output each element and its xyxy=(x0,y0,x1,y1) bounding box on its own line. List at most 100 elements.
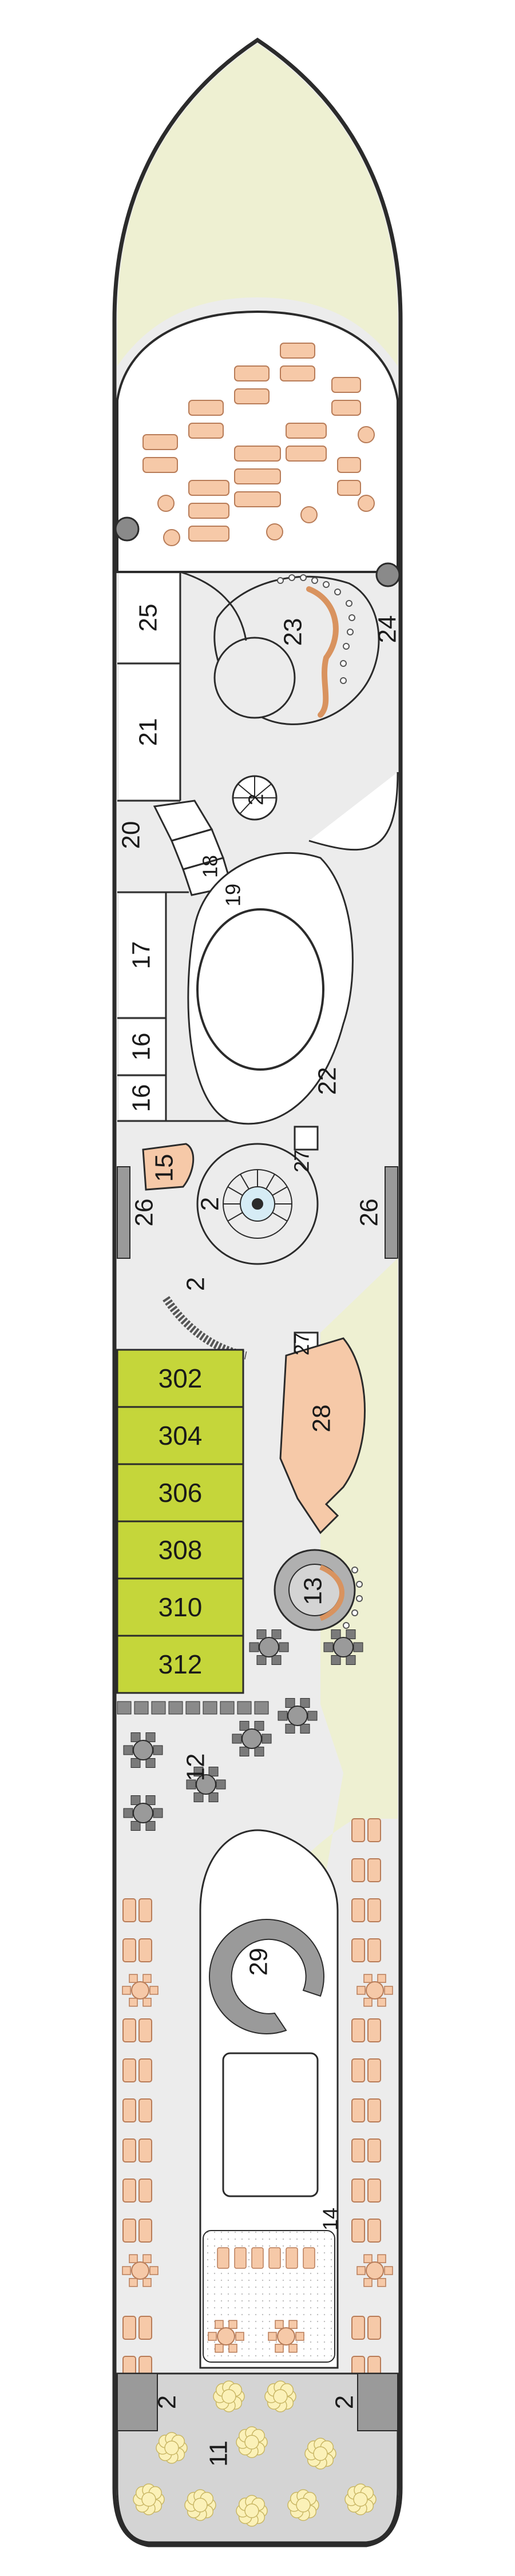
sun-lounger xyxy=(234,2247,247,2269)
sun-lounger xyxy=(251,2247,264,2269)
deck-chair-pair xyxy=(351,2058,381,2082)
curved-wall-right xyxy=(308,772,399,851)
label-26-right: 26 xyxy=(355,1199,383,1227)
label-2-atrium: 2 xyxy=(196,1197,224,1211)
deck-chair-pair xyxy=(351,2018,381,2042)
bow-post-left xyxy=(114,516,140,542)
deck-chair-pair xyxy=(351,1898,381,1922)
umbrella-icon xyxy=(236,2495,268,2527)
umbrella-icon xyxy=(184,2489,216,2521)
deck-chair-pair xyxy=(122,2138,152,2162)
side-panel-right xyxy=(385,1166,398,1259)
side-panel-left xyxy=(117,1166,130,1259)
umbrella-icon xyxy=(156,2432,188,2464)
label-15: 15 xyxy=(150,1154,179,1182)
room-25 xyxy=(119,574,179,662)
umbrella-icon xyxy=(264,2380,296,2412)
bar-counter xyxy=(306,586,339,718)
grey-table xyxy=(232,1720,272,1757)
cabin-number: 306 xyxy=(159,1478,203,1508)
deck-chair-pair xyxy=(122,1898,152,1922)
deck-chair-pair xyxy=(351,2138,381,2162)
deck-chair-pair xyxy=(351,1938,381,1962)
label-18: 18 xyxy=(199,855,222,878)
bar-stools xyxy=(277,574,355,684)
atrium-stair-steps xyxy=(223,1170,292,1222)
label-12: 12 xyxy=(182,1754,210,1782)
deck-chair-pair xyxy=(351,2098,381,2122)
bar-13-stools xyxy=(343,1567,363,1629)
grey-table xyxy=(249,1629,289,1665)
round-table xyxy=(122,1974,159,2007)
interior-walls xyxy=(117,571,247,1122)
sun-lounger xyxy=(303,2247,315,2269)
cabin-304[interactable] xyxy=(116,1406,244,1465)
deck-chair-pair xyxy=(351,2179,381,2203)
room-16b xyxy=(119,1077,165,1119)
room-28 xyxy=(279,1337,366,1535)
sun-lounger xyxy=(268,2247,281,2269)
label-25: 25 xyxy=(134,604,163,632)
label-19: 19 xyxy=(221,884,245,907)
grey-table xyxy=(186,1766,226,1803)
label-14: 14 xyxy=(319,2208,342,2231)
deck-chair-pair xyxy=(122,2316,152,2340)
label-21: 21 xyxy=(134,718,163,746)
round-table xyxy=(268,2320,304,2353)
label-20: 20 xyxy=(117,821,145,849)
lounge-round-table xyxy=(213,637,296,719)
room-15 xyxy=(142,1143,195,1191)
umbrella-icon xyxy=(304,2438,336,2470)
label-29: 29 xyxy=(245,1948,273,1976)
grey-table xyxy=(123,1795,163,1831)
stair-left-stern xyxy=(117,2373,158,2431)
central-oval xyxy=(196,908,324,1071)
label-13: 13 xyxy=(299,1577,327,1605)
label-2-lower: 2 xyxy=(182,1277,210,1291)
bow-post-right xyxy=(375,562,401,587)
cabin-number: 304 xyxy=(159,1421,203,1450)
room-17 xyxy=(119,894,165,1016)
deck-chair-pair xyxy=(122,2179,152,2203)
cabin-310[interactable] xyxy=(116,1577,244,1637)
stair-right-stern xyxy=(357,2373,398,2431)
panorama-lounge xyxy=(116,310,399,573)
cabin-308[interactable] xyxy=(116,1520,244,1580)
grey-table xyxy=(123,1732,163,1768)
cabin-number: 302 xyxy=(159,1363,203,1393)
label-27b: 27 xyxy=(290,1333,314,1355)
umbrella-icon xyxy=(344,2483,377,2515)
stair-arc-lower xyxy=(163,1296,247,1359)
umbrella-icon xyxy=(133,2483,165,2515)
grey-table xyxy=(323,1629,363,1665)
deck-chair-pair xyxy=(122,2018,152,2042)
spiral-steps xyxy=(233,776,276,814)
deck-chair-pair xyxy=(351,1818,381,1842)
cabin-312[interactable] xyxy=(116,1635,244,1694)
umbrella-icon xyxy=(236,2426,268,2458)
whirlpool-29 xyxy=(208,1918,324,2034)
label-23: 23 xyxy=(279,618,307,646)
label-27a: 27 xyxy=(290,1150,314,1172)
pool xyxy=(222,2052,319,2197)
deck-chair-pair xyxy=(122,2219,152,2243)
label-16a: 16 xyxy=(128,1033,156,1061)
label-2-stern-right: 2 xyxy=(331,2395,359,2409)
cabin-302[interactable] xyxy=(116,1349,244,1408)
label-2-spiral: 2 xyxy=(244,794,268,805)
deck-chairs xyxy=(122,1818,393,2380)
row-of-chairs xyxy=(117,1701,269,1715)
round-table xyxy=(356,2254,393,2287)
deck-chair-pair xyxy=(122,1938,152,1962)
label-24: 24 xyxy=(374,615,402,643)
deck-chair-pair xyxy=(122,2098,152,2122)
sun-lounger xyxy=(286,2247,298,2269)
cabin-number: 310 xyxy=(159,1592,203,1622)
umbrella-icon xyxy=(213,2380,245,2412)
label-2-stern-left: 2 xyxy=(153,2395,181,2409)
deck-chair-pair xyxy=(351,1858,381,1882)
sun-lounger xyxy=(217,2247,229,2269)
label-17: 17 xyxy=(128,941,156,969)
grey-table-clusters xyxy=(123,1629,363,1831)
label-22: 22 xyxy=(314,1067,342,1095)
